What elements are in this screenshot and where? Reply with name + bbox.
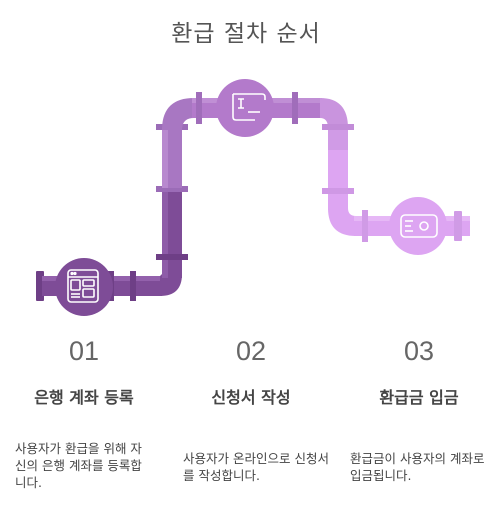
step-2-title: 신청서 작성 (211, 388, 291, 407)
step-3-node (389, 197, 447, 255)
pipeline-graphic (36, 79, 470, 316)
step-1-node (55, 258, 113, 316)
money-icon (400, 214, 438, 238)
step-1-description: 사용자가 환급을 위해 자신의 은행 계좌를 등록합니다. (15, 441, 142, 490)
step-2-description: 사용자가 온라인으로 신청서를 작성합니다. (183, 451, 329, 483)
step-3-description: 환급금이 사용자의 계좌로 입금됩니다. (350, 451, 485, 483)
diagram-title: 환급 절차 순서 (171, 21, 321, 47)
step-3-number: 03 (403, 336, 435, 366)
step-2-number: 02 (235, 336, 267, 366)
step-1-number: 01 (68, 336, 100, 366)
bank-form-icon (67, 269, 99, 303)
application-icon (232, 93, 266, 121)
step-1-title: 은행 계좌 등록 (34, 388, 134, 407)
step-3-title: 환급금 입금 (379, 388, 459, 407)
step-2-node (216, 79, 274, 137)
